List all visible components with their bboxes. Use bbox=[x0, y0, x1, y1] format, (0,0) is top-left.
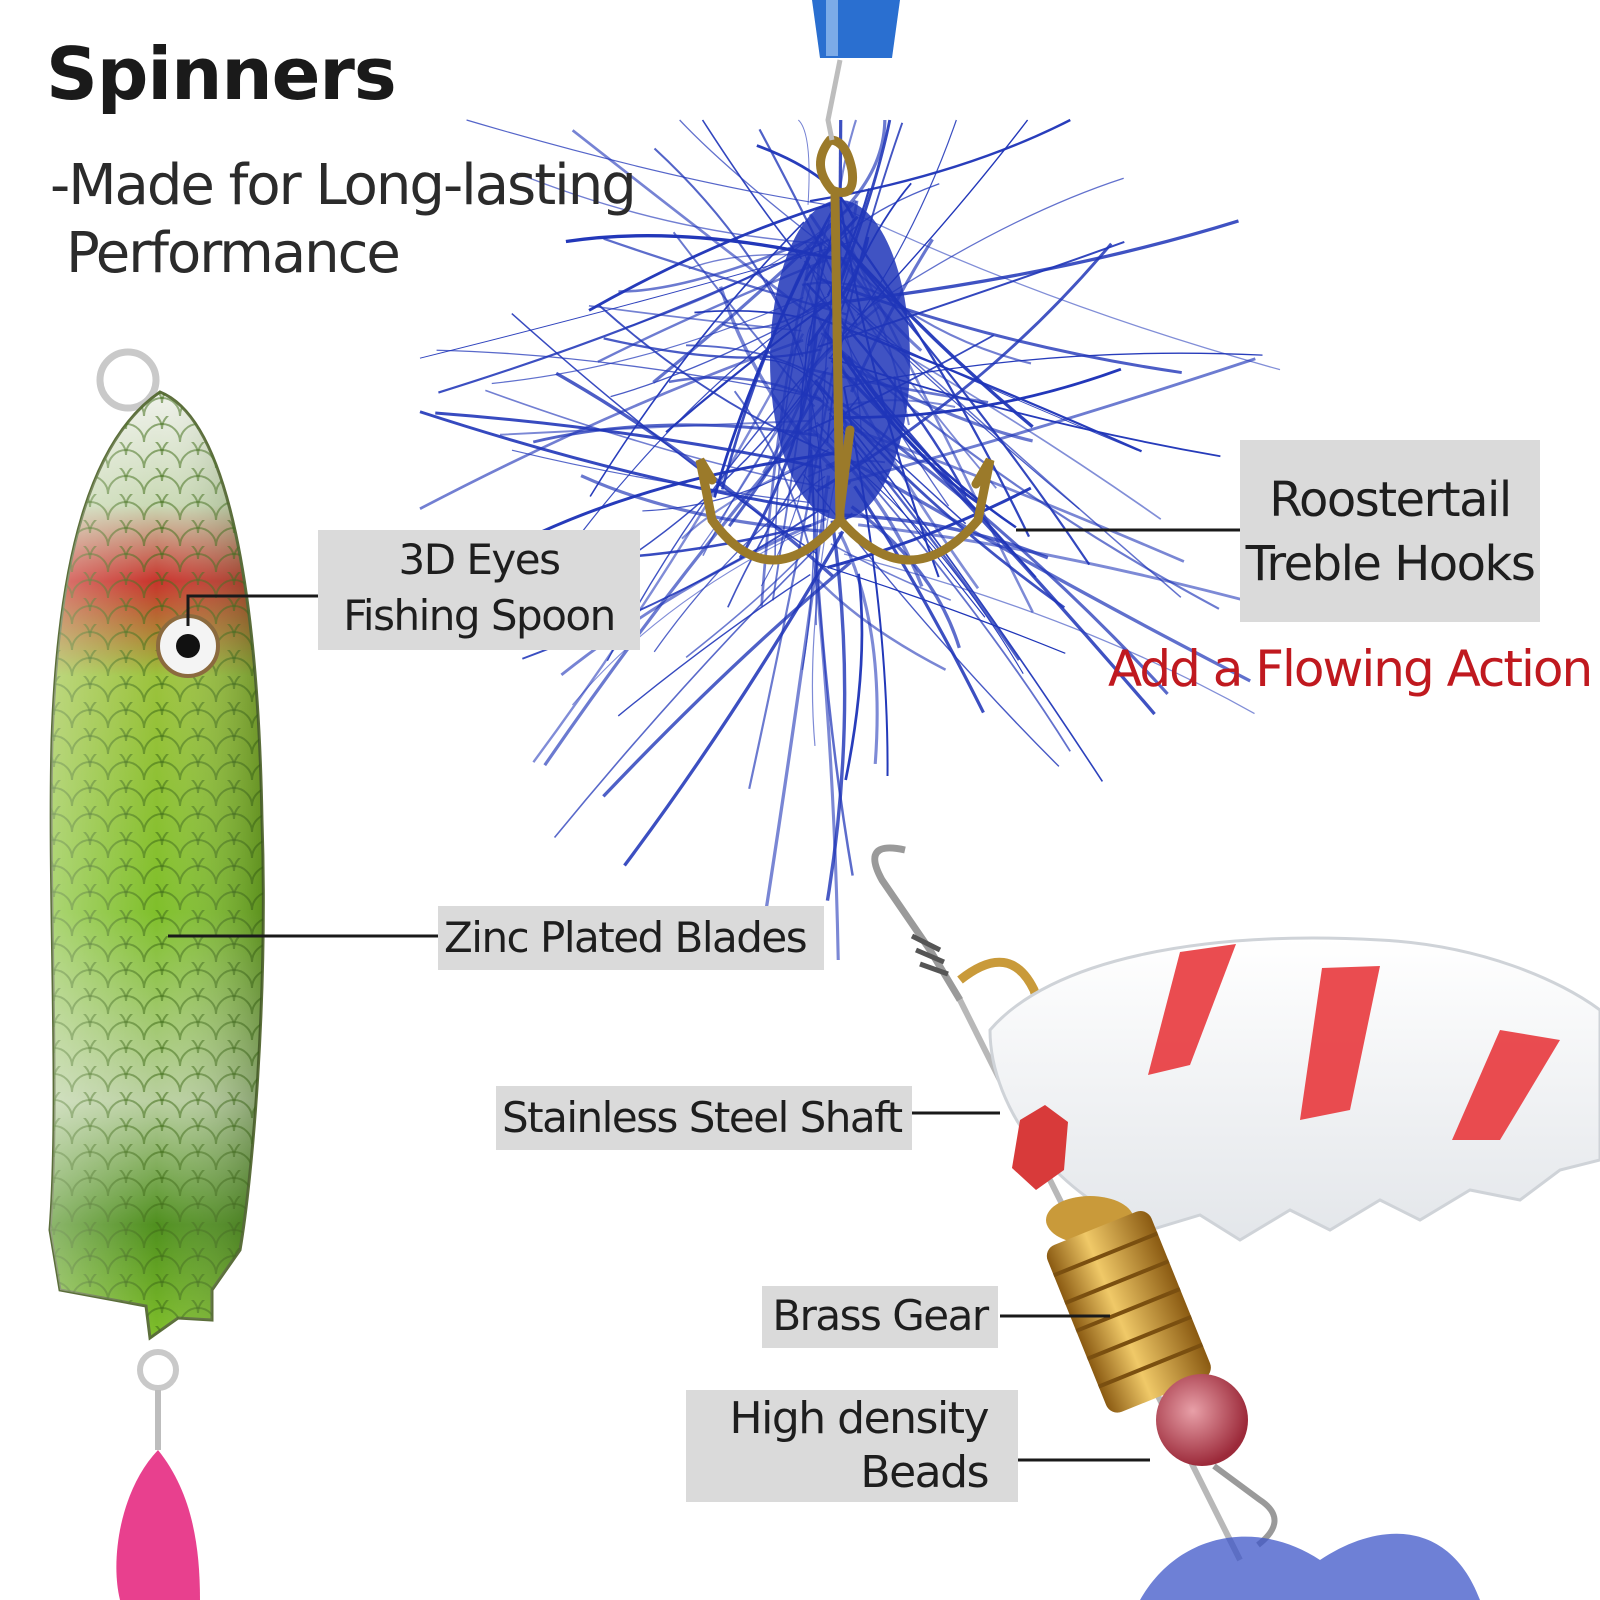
feather-strand bbox=[555, 371, 834, 578]
spinner-lure bbox=[871, 844, 1600, 1600]
feather-strand bbox=[857, 523, 1279, 611]
feather-strand bbox=[733, 390, 813, 555]
feather-strand bbox=[491, 297, 804, 385]
feather-strand bbox=[516, 172, 826, 245]
feather-skirt bbox=[419, 118, 1281, 961]
feather-strand bbox=[756, 475, 831, 961]
feather-strand bbox=[653, 475, 826, 653]
feather-strand bbox=[848, 357, 1256, 483]
feather-strand bbox=[466, 119, 826, 205]
subheading-line-1: -Made for Long-lasting bbox=[50, 153, 637, 218]
callout-beads-line-2: Beads bbox=[860, 1447, 989, 1498]
feather-strand bbox=[588, 199, 841, 312]
feather-strand bbox=[850, 505, 961, 649]
feather-strand bbox=[499, 419, 809, 436]
crystal-bead bbox=[1012, 1105, 1068, 1190]
callout-gear: Brass Gear bbox=[762, 1286, 998, 1348]
callout-eyes-line-2: Fishing Spoon bbox=[343, 591, 616, 640]
callout-eyes-line-1: 3D Eyes bbox=[398, 535, 561, 584]
tagline: Add a Flowing Action bbox=[1108, 640, 1593, 698]
leader-lines bbox=[168, 528, 1240, 1462]
callout-blades: Zinc Plated Blades bbox=[438, 906, 824, 970]
feather-strand bbox=[846, 119, 887, 208]
feather-strand bbox=[571, 528, 810, 706]
feather-strand bbox=[602, 561, 852, 798]
treble-hook bbox=[695, 135, 995, 565]
feather-strand bbox=[841, 454, 1251, 683]
callout-hooks-line-1: Roostertail bbox=[1269, 472, 1512, 528]
subheading: -Made for Long-lasting Performance bbox=[50, 152, 670, 288]
swivel-tube bbox=[812, 0, 900, 58]
feather-strand bbox=[419, 410, 829, 514]
pink-feather bbox=[116, 1450, 200, 1600]
tail-feather bbox=[1140, 1533, 1480, 1600]
feather-strand bbox=[825, 520, 847, 901]
leader-eyes bbox=[186, 594, 318, 626]
fishing-spoon bbox=[48, 348, 265, 1600]
page-title: Spinners bbox=[46, 32, 397, 116]
feather-strand bbox=[816, 578, 947, 671]
feather-strand bbox=[850, 211, 1281, 371]
feather-strand bbox=[511, 312, 817, 555]
feather-strand bbox=[853, 485, 985, 714]
callout-beads-line-1: High density bbox=[729, 1393, 990, 1444]
feather-strand bbox=[438, 238, 830, 394]
feather-strand bbox=[844, 573, 864, 781]
feather-strand bbox=[812, 560, 840, 961]
feather-strand bbox=[617, 573, 811, 717]
feather-strand bbox=[797, 119, 810, 205]
feather-strand bbox=[436, 349, 822, 400]
density-bead bbox=[1156, 1374, 1248, 1466]
spinner-blade bbox=[988, 936, 1600, 1242]
subheading-line-2: Performance bbox=[66, 221, 401, 286]
callout-eyes: 3D Eyes Fishing Spoon bbox=[318, 530, 640, 650]
callout-shaft: Stainless Steel Shaft bbox=[496, 1086, 912, 1150]
callout-hooks: Roostertail Treble Hooks bbox=[1240, 440, 1540, 622]
callout-hooks-line-2: Treble Hooks bbox=[1245, 536, 1536, 592]
callout-beads: High density Beads bbox=[686, 1390, 1018, 1502]
feather-strand bbox=[589, 221, 805, 497]
feather-strand bbox=[511, 449, 811, 504]
feather-strand bbox=[588, 304, 802, 332]
